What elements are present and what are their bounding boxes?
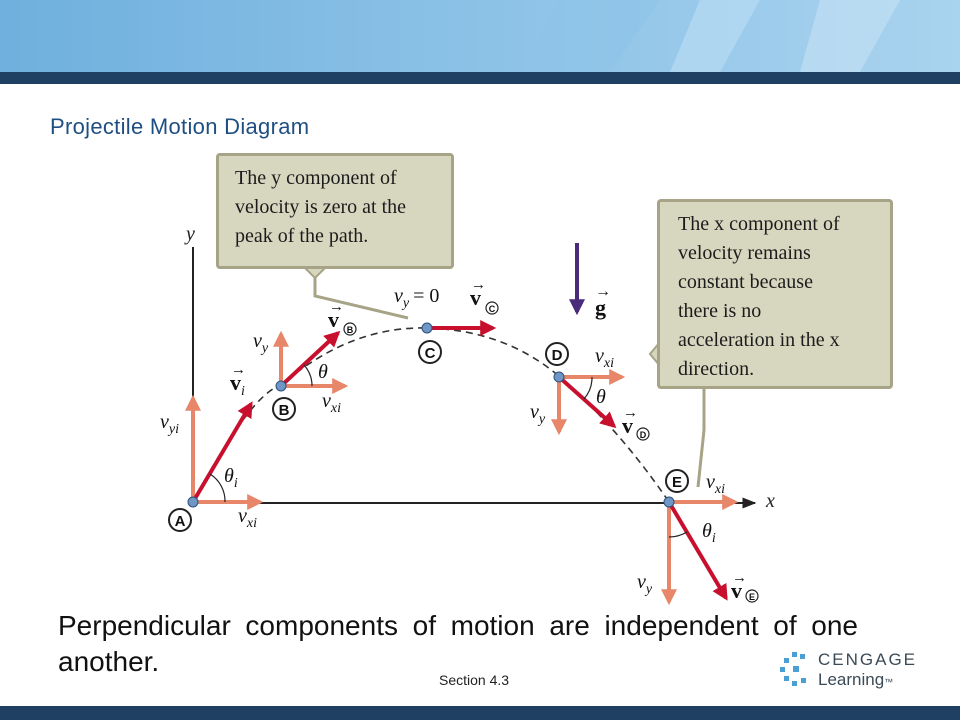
point-b-dot	[275, 380, 287, 392]
d-velocity-subscript: D	[640, 430, 647, 440]
gravity-vector-accent: →	[595, 283, 611, 300]
e-velocity-accent: →	[732, 570, 747, 586]
e-velocity-subscript: E	[749, 592, 755, 602]
d-velocity-subscript-badge	[636, 427, 650, 441]
point-c-badge	[418, 340, 442, 364]
a-vi-label: vi	[230, 370, 245, 399]
d-theta-arc	[583, 376, 593, 400]
point-e-dot	[663, 496, 675, 508]
point-b-label: B	[279, 402, 290, 419]
point-b-badge	[272, 397, 296, 421]
a-vi-accent: →	[231, 362, 246, 378]
b-velocity-arrow	[279, 330, 341, 388]
trajectory-path	[192, 327, 670, 503]
point-d-label: D	[552, 347, 563, 364]
slide-caption: Perpendicular components of motion are i…	[58, 610, 858, 677]
callout-x-line-4: there is no	[678, 300, 762, 322]
callout-x-component: The x component of velocity remains cons…	[657, 199, 893, 389]
header-banner	[0, 0, 960, 84]
callout-y-line-2: velocity is zero at the	[235, 196, 407, 218]
b-velocity-label: v	[328, 307, 339, 332]
b-velocity-subscript: B	[347, 325, 354, 335]
e-velocity-arrow	[667, 500, 728, 601]
point-e-badge	[665, 469, 689, 493]
c-velocity-subscript-badge	[485, 301, 499, 315]
callout-x-line-6: direction.	[678, 358, 755, 380]
point-d-badge	[545, 342, 569, 366]
e-velocity-subscript-badge	[745, 589, 759, 603]
gravity-label: g	[595, 295, 606, 320]
cengage-logo-mark	[780, 652, 806, 686]
header-graphic	[0, 0, 960, 72]
c-velocity-accent: →	[471, 277, 486, 293]
logo-name: CENGAGE	[818, 650, 918, 669]
y-axis-label: y	[184, 223, 195, 245]
callout-x-line-1: The x component of	[678, 213, 840, 235]
point-a-dot	[187, 496, 199, 508]
callout-y-line-3: peak of the path.	[235, 225, 369, 247]
logo-subtitle: Learning™	[818, 670, 894, 689]
point-c-dot	[421, 322, 433, 334]
a-vyi-label: vyi	[160, 411, 179, 437]
callout-y-component: The y component of velocity is zero at t…	[216, 153, 454, 269]
point-c-label: C	[425, 345, 436, 362]
d-theta-label: θ	[596, 386, 606, 408]
point-d-dot	[553, 371, 565, 383]
e-vy-label: vy	[637, 571, 653, 597]
b-theta-arc	[303, 364, 313, 387]
a-velocity-arrow	[191, 401, 253, 504]
a-vxi-label: vxi	[238, 505, 257, 531]
point-a-label: A	[175, 513, 186, 530]
header-bar	[0, 72, 960, 84]
c-velocity-label: v	[470, 285, 481, 310]
callout-y-tab	[302, 267, 328, 280]
b-vy-label: vy	[253, 330, 269, 356]
callout-x-line-3: constant because	[678, 271, 813, 293]
d-velocity-arrow	[557, 375, 617, 429]
b-vxi-label: vxi	[322, 390, 341, 416]
point-a-badge	[168, 508, 192, 532]
e-theta-arc	[668, 531, 688, 538]
a-theta-label: θi	[224, 465, 238, 491]
cengage-logo: CENGAGE Learning™	[778, 648, 928, 696]
footer-bar	[0, 706, 960, 720]
d-vxi-label: vxi	[595, 345, 614, 371]
callout-x-line-5: acceleration in the x	[678, 329, 840, 351]
d-velocity-label: v	[622, 413, 633, 438]
d-velocity-accent: →	[623, 405, 638, 421]
callout-y-line-1: The y component of	[235, 167, 397, 189]
b-theta-label: θ	[318, 361, 328, 383]
e-velocity-label: v	[731, 578, 742, 603]
e-theta-label: θi	[702, 520, 716, 546]
e-vxi-label: vxi	[706, 471, 725, 497]
d-vy-label: vy	[530, 401, 546, 427]
x-axis-label: x	[765, 490, 775, 512]
c-velocity-subscript: C	[489, 304, 496, 314]
point-e-label: E	[672, 474, 682, 491]
a-theta-arc	[209, 473, 226, 503]
slide-title: Projectile Motion Diagram	[50, 114, 310, 139]
c-vy-zero-label: vy= 0	[394, 285, 439, 311]
section-label: Section 4.3	[439, 672, 510, 688]
callout-x-line-2: velocity remains	[678, 242, 811, 264]
b-velocity-subscript-badge	[343, 322, 357, 336]
callout-x-pointer	[696, 389, 706, 488]
